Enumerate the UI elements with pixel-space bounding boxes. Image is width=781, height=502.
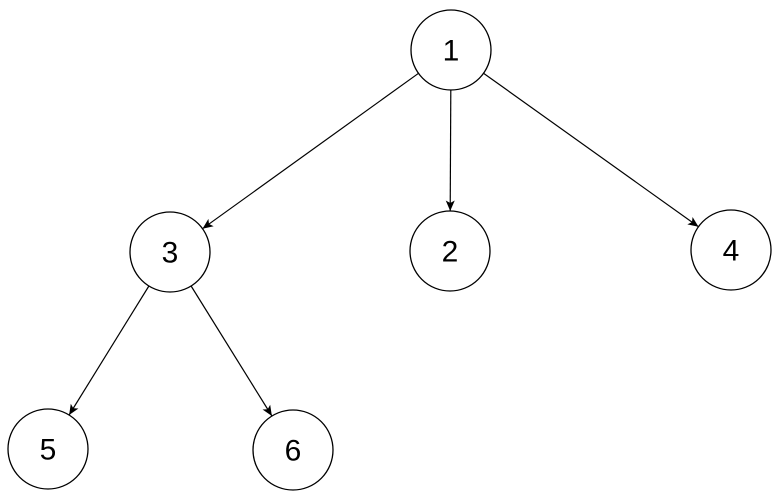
tree-node-4[interactable]: 4 (690, 209, 772, 291)
tree-node-6[interactable]: 6 (252, 409, 334, 491)
node-circle (410, 9, 492, 91)
node-label: 4 (723, 235, 740, 268)
tree-edge-3-6[interactable] (190, 285, 273, 417)
tree-node-5[interactable]: 5 (7, 408, 89, 490)
tree-node-1[interactable]: 1 (410, 9, 492, 91)
node-label: 5 (40, 434, 57, 467)
node-circle (129, 211, 211, 293)
tree-node-3[interactable]: 3 (129, 211, 211, 293)
node-circle (7, 408, 89, 490)
node-circle (252, 409, 334, 491)
node-circle (690, 209, 772, 291)
tree-edge-1-4[interactable] (483, 72, 699, 228)
node-label: 1 (443, 35, 460, 68)
tree-node-2[interactable]: 2 (409, 210, 491, 292)
tree-edge-1-2[interactable] (445, 89, 455, 212)
node-label: 6 (285, 435, 302, 468)
tree-edge-3-5[interactable] (68, 285, 150, 416)
node-label: 3 (162, 237, 179, 270)
tree-edge-1-3[interactable] (202, 72, 419, 230)
node-circle (409, 210, 491, 292)
node-label: 2 (442, 236, 459, 269)
